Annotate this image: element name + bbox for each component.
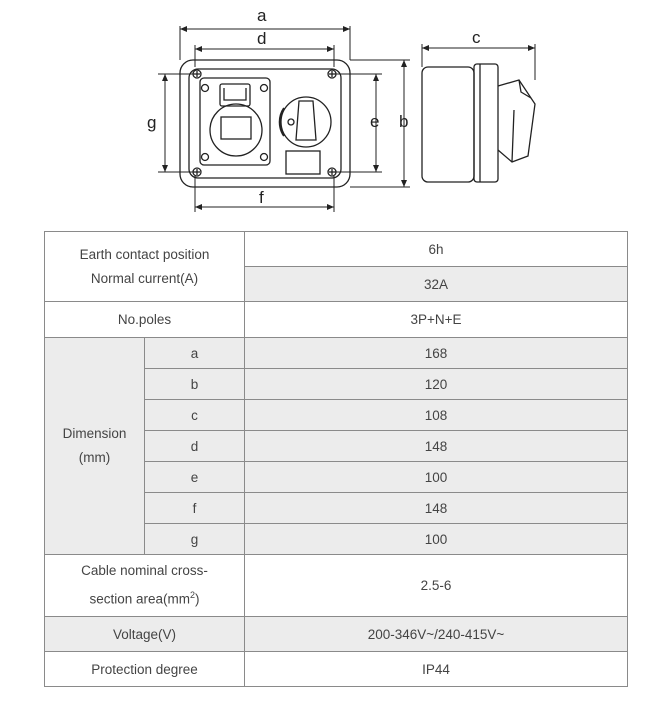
dimension-key: e [143,461,246,493]
dimension-key: b [143,368,246,400]
dimension-key: c [143,399,246,431]
label-f: f [259,188,264,207]
socket-outlet [199,77,271,166]
table-row: No.poles 3P+N+E [43,301,629,338]
voltage-value: 200-346V~/240-415V~ [244,616,629,652]
dimension-key: a [143,337,246,369]
table-row: Cable nominal cross- section area(mm2) 2… [43,554,629,617]
table-row: b 120 [45,368,629,400]
dimension-label: Dimension (mm) [44,337,145,555]
dimension-value: 100 [244,461,629,493]
dimension-value: 100 [244,523,629,555]
protection-value: IP44 [244,651,629,687]
table-row: g 100 [45,523,629,555]
dimension-value: 168 [244,337,629,369]
dimension-key: d [143,430,246,462]
protection-label: Protection degree [43,651,246,687]
label-b: b [399,112,408,131]
dimension-key: f [143,492,246,524]
earth-contact-value: 6h [244,231,629,267]
dimension-value: 148 [244,492,629,524]
earth-current-label: Earth contact position Normal current(A) [43,231,246,302]
dimension-key: g [143,523,246,555]
table-row: 32A [45,266,629,302]
normal-current-value: 32A [244,266,629,302]
label-c: c [472,28,481,47]
label-g: g [147,113,156,132]
dimension-drawing: a d f g e b c [147,6,536,212]
poles-label: No.poles [43,301,246,338]
table-row: c 108 [45,399,629,431]
dimension-value: 120 [244,368,629,400]
dimension-value: 148 [244,430,629,462]
table-row: f 148 [45,492,629,524]
table-row: Dimension (mm) a 168 [44,337,629,555]
voltage-label: Voltage(V) [43,616,246,652]
table-row: Voltage(V) 200-346V~/240-415V~ [43,616,629,652]
label-e: e [370,112,379,131]
rotary-switch [278,96,332,175]
housing-inner [188,68,342,179]
dimension-value: 108 [244,399,629,431]
cable-value: 2.5-6 [244,554,629,617]
cable-label: Cable nominal cross- section area(mm2) [43,554,246,617]
poles-value: 3P+N+E [244,301,629,338]
spec-table: Earth contact position Normal current(A)… [43,231,629,687]
table-row: Earth contact position Normal current(A)… [43,231,629,302]
table-row: e 100 [45,461,629,493]
table-row: Protection degree IP44 [43,651,629,687]
label-a: a [257,6,267,25]
side-view [421,63,536,183]
housing-outer [179,59,351,188]
label-d: d [257,29,266,48]
